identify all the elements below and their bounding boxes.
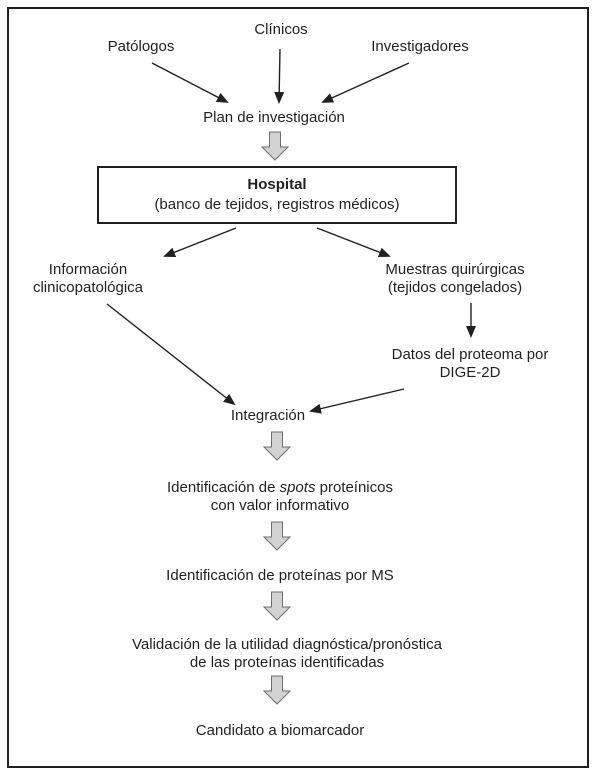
node-patologos: Patólogos: [107, 38, 175, 55]
muestras-line2: (tejidos congelados): [387, 279, 523, 296]
node-candidato-biomarcador: Candidato a biomarcador: [195, 722, 365, 739]
datos-line2: DIGE-2D: [439, 364, 501, 381]
datos-line1: Datos del proteoma por: [391, 346, 549, 363]
validacion-line2: de las proteínas identificadas: [189, 654, 385, 671]
spots-line1-italic: spots: [279, 479, 316, 496]
node-hospital-box: Hospital (banco de tejidos, registros mé…: [97, 166, 457, 224]
node-informacion-clinicopatologica: Información clinicopatológica: [33, 261, 143, 297]
muestras-line1: Muestras quirúrgicas: [385, 261, 525, 278]
informacion-line1: Información: [48, 261, 128, 278]
spots-line1-post: proteínicos: [315, 479, 393, 496]
spots-line1-pre: Identificación de: [167, 479, 280, 496]
node-datos-proteoma: Datos del proteoma por DIGE-2D: [392, 346, 549, 382]
node-integracion: Integración: [230, 407, 306, 424]
node-investigadores: Investigadores: [371, 38, 469, 55]
diagram-border: [7, 7, 589, 768]
node-identificacion-ms: Identificación de proteínas por MS: [166, 567, 394, 584]
node-identificacion-spots: Identificación de spots proteínicos con …: [167, 479, 393, 515]
validacion-line1: Validación de la utilidad diagnóstica/pr…: [132, 636, 442, 653]
node-clinicos: Clínicos: [254, 21, 308, 38]
node-muestras-quirurgicas: Muestras quirúrgicas (tejidos congelados…: [385, 261, 524, 297]
hospital-title: Hospital: [247, 176, 307, 193]
spots-line1: Identificación de spots proteínicos: [167, 479, 393, 497]
node-validacion: Validación de la utilidad diagnóstica/pr…: [132, 636, 442, 672]
spots-line2: con valor informativo: [210, 497, 350, 514]
informacion-line2: clinicopatológica: [32, 279, 144, 296]
hospital-subtitle: (banco de tejidos, registros médicos): [154, 196, 400, 213]
node-plan-de-investigacion: Plan de investigación: [203, 109, 345, 126]
